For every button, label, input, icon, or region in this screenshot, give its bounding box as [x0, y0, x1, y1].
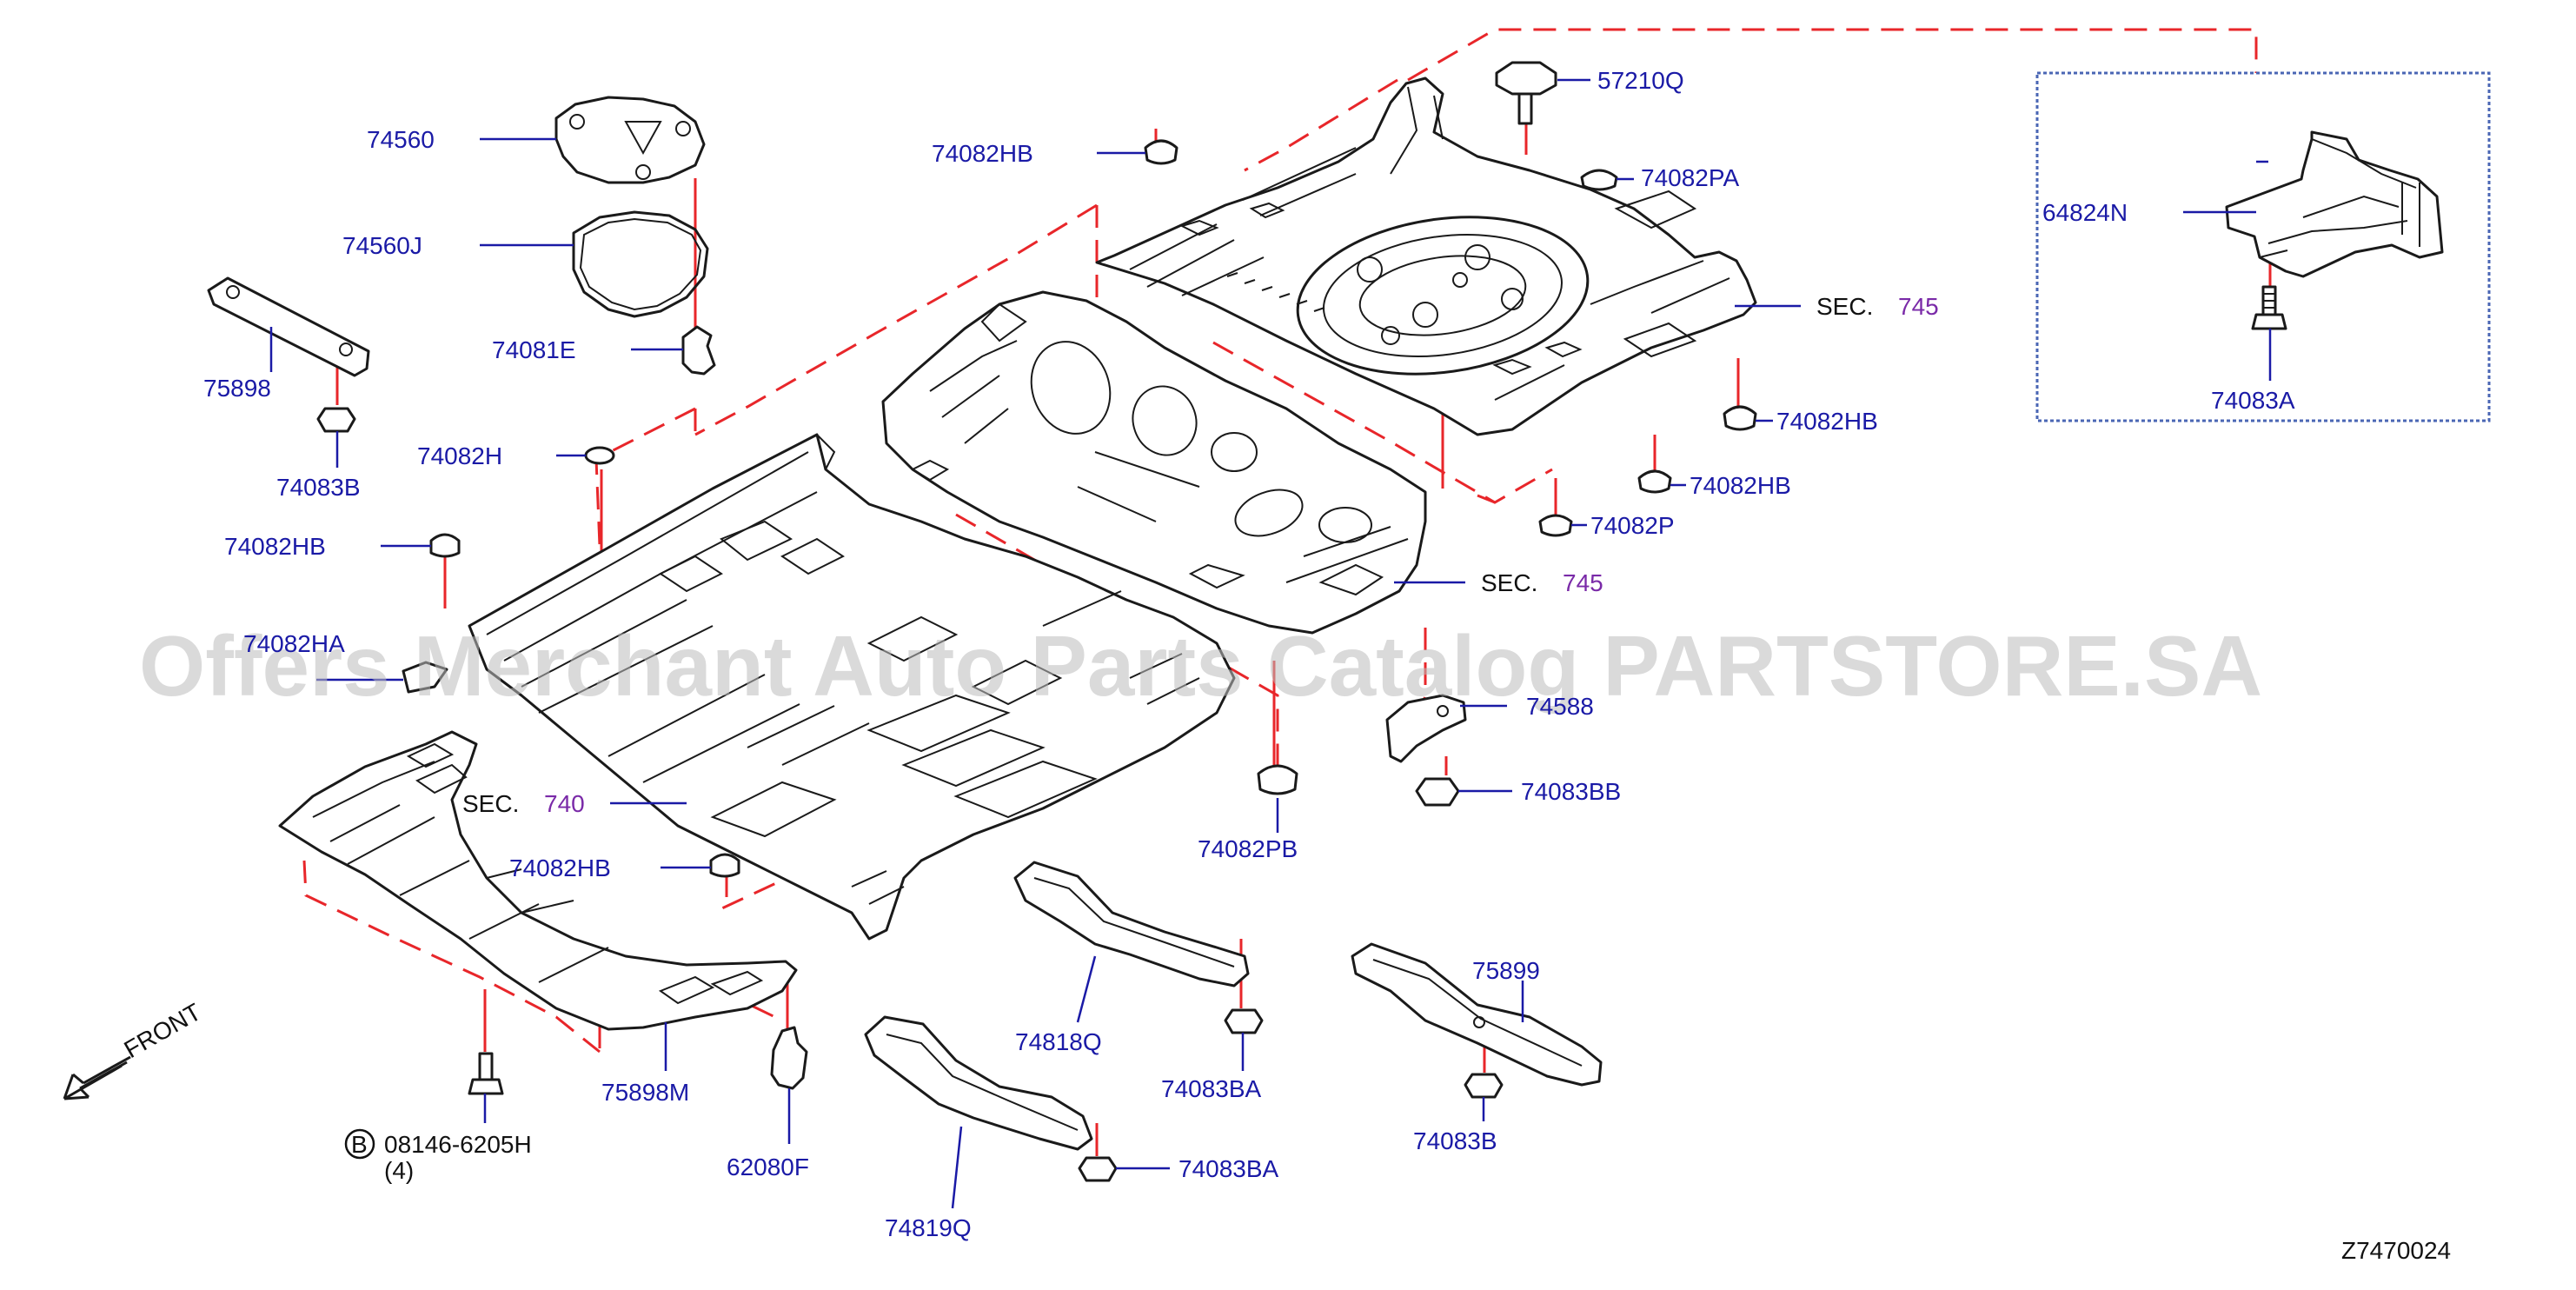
label-75898M: 75898M	[601, 1079, 689, 1106]
watermark-text: Offers Merchant Auto Parts Catalog PARTS…	[139, 618, 2262, 714]
label-74083BA-mid: 74083BA	[1161, 1075, 1262, 1102]
underbody-cover-75898M-drawing	[278, 730, 798, 1031]
front-label: FRONT	[120, 998, 206, 1063]
center-floor-panel-drawing	[881, 290, 1427, 635]
label-74818Q: 74818Q	[1015, 1028, 1102, 1055]
plate-75898-drawing	[207, 276, 370, 377]
label-74560: 74560	[367, 126, 435, 153]
label-74819Q: 74819Q	[885, 1214, 972, 1241]
section-ref-rear-lower: SEC. 745	[1481, 569, 1603, 596]
label-75898: 75898	[203, 375, 271, 402]
section-prefix: SEC.	[1481, 569, 1537, 596]
label-74083A: 74083A	[2211, 387, 2295, 414]
front-direction-indicator: FRONT	[63, 998, 206, 1100]
label-74082HB-right1: 74082HB	[1776, 408, 1878, 435]
label-74082H: 74082H	[417, 442, 502, 469]
bolt-badge-circle	[344, 1128, 375, 1160]
part-labels: 74560 74560J 74081E 75898 74083B 74082H …	[203, 67, 2295, 1241]
section-prefix: SEC.	[1816, 293, 1873, 320]
label-74083B-right: 74083B	[1413, 1127, 1497, 1154]
diagram-id: Z7470024	[2341, 1237, 2451, 1264]
fasteners-drawing	[316, 61, 1757, 1182]
section-prefix: SEC.	[462, 790, 519, 817]
crossmember-74819Q-drawing	[864, 1015, 1093, 1151]
bolt-badge-letter: B	[351, 1131, 368, 1158]
label-74082HB-lower: 74082HB	[509, 854, 611, 881]
section-number: 740	[544, 790, 585, 817]
label-74082PA: 74082PA	[1641, 164, 1739, 191]
label-74083BB: 74083BB	[1521, 778, 1621, 805]
label-74081E: 74081E	[492, 336, 576, 363]
bolt-reference: B 08146-6205H (4)	[344, 1128, 532, 1184]
label-74082HB-right2: 74082HB	[1690, 472, 1791, 499]
front-arrow-icon	[63, 1055, 131, 1100]
sub-assembly-box	[2035, 71, 2491, 422]
label-74083BA-lower: 74083BA	[1178, 1155, 1279, 1182]
section-number: 745	[1898, 293, 1939, 320]
crossmember-74818Q-drawing	[1013, 861, 1250, 987]
section-ref-front: SEC. 740	[462, 790, 585, 817]
bracket-64824N-drawing	[2225, 130, 2444, 278]
bolt-quantity: (4)	[384, 1157, 414, 1184]
bolt-74083A-drawing	[2251, 285, 2287, 330]
label-74082HB-left: 74082HB	[224, 533, 326, 560]
section-ref-rear-upper: SEC. 745	[1816, 293, 1939, 320]
plate-75899-drawing	[1351, 942, 1603, 1087]
label-62080F: 62080F	[727, 1154, 809, 1180]
seal-ring-74560J-drawing	[572, 210, 709, 318]
label-74560J: 74560J	[342, 232, 422, 259]
bracket-74588-drawing	[1385, 694, 1467, 763]
label-74083B-left: 74083B	[276, 474, 361, 501]
label-74082HB-top: 74082HB	[932, 140, 1033, 167]
section-number: 745	[1563, 569, 1603, 596]
label-74082PB: 74082PB	[1198, 835, 1298, 862]
bolt-number: 08146-6205H	[384, 1131, 532, 1158]
front-floor-panel-drawing	[468, 433, 1236, 941]
label-74082P: 74082P	[1590, 512, 1675, 539]
leader-lines	[269, 78, 2272, 1209]
label-74588: 74588	[1526, 693, 1594, 720]
label-75899: 75899	[1472, 957, 1540, 984]
rear-floor-panel-drawing	[1095, 76, 1757, 436]
label-57210Q: 57210Q	[1597, 67, 1684, 94]
floor-pad-74560-drawing	[554, 96, 706, 184]
label-64824N: 64824N	[2042, 199, 2128, 226]
label-74082HA: 74082HA	[243, 630, 345, 657]
